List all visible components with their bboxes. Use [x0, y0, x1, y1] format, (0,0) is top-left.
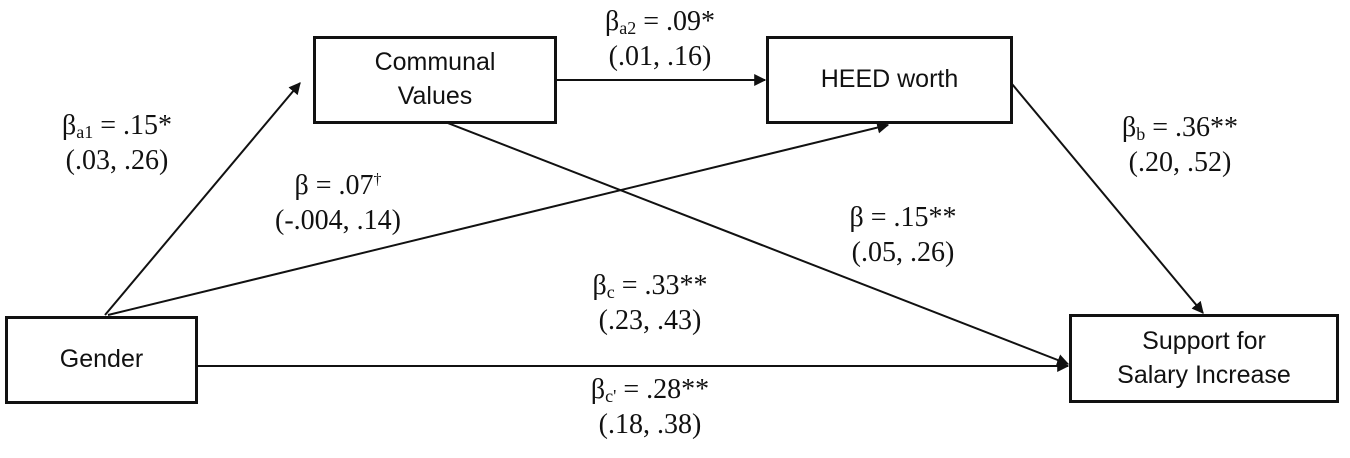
node-communal-values: Communal Values [313, 36, 557, 124]
beta-value: = .15** [863, 202, 957, 233]
ci-text: (-.004, .14) [275, 205, 401, 236]
beta-subscript: a2 [619, 18, 637, 38]
beta-symbol: β [604, 6, 620, 37]
node-support-salary-line1: Support for [1142, 326, 1266, 355]
beta-symbol: β [294, 170, 309, 201]
arrow-communal-to-support [439, 119, 1070, 366]
beta-subscript: c [606, 282, 615, 302]
beta-subscript: a1 [76, 122, 94, 142]
beta-value: = .09* [636, 6, 716, 37]
node-gender: Gender [5, 316, 198, 404]
node-heed-worth-label: HEED worth [820, 65, 959, 94]
arrow-gender-to-communal [104, 82, 301, 316]
beta-value: = .28** [616, 374, 710, 405]
label-path-c: βc = .33** (.23, .43) [570, 268, 730, 338]
beta-symbol: β [592, 270, 607, 301]
node-heed-worth: HEED worth [766, 36, 1013, 124]
arrow-heed-to-support [1011, 83, 1204, 314]
label-path-a1: βa1 = .15* (.03, .26) [42, 108, 192, 178]
beta-value: = .33** [614, 270, 708, 301]
ci-text: (.23, .43) [598, 305, 702, 336]
beta-subscript: b [1136, 124, 1146, 144]
ci-text: (.05, .26) [851, 237, 955, 268]
beta-value: = .36** [1145, 112, 1239, 143]
node-support-salary-line2: Salary Increase [1117, 360, 1291, 389]
node-gender-label: Gender [59, 345, 144, 374]
ci-text: (.03, .26) [65, 145, 169, 176]
label-path-c-prime: βc' = .28** (.18, .38) [570, 372, 730, 442]
label-path-communal-support: β = .15** (.05, .26) [828, 200, 978, 270]
beta-value: = .07 [308, 170, 374, 201]
node-communal-values-line1: Communal [374, 48, 496, 77]
node-support-salary: Support for Salary Increase [1069, 314, 1339, 403]
dagger-mark: † [373, 171, 382, 188]
beta-symbol: β [61, 110, 77, 141]
beta-symbol: β [590, 374, 606, 405]
beta-symbol: β [1121, 112, 1137, 143]
label-path-a2: βa2 = .09* (.01, .16) [580, 4, 740, 74]
arrow-gender-to-heed [107, 121, 890, 316]
beta-value: = .15* [93, 110, 173, 141]
node-communal-values-line2: Values [397, 82, 473, 110]
beta-subscript: c' [605, 386, 617, 406]
beta-symbol: β [849, 202, 864, 233]
label-path-gender-heed: β = .07† (-.004, .14) [248, 168, 428, 238]
ci-text: (.01, .16) [608, 41, 712, 72]
ci-text: (.20, .52) [1128, 147, 1232, 178]
label-path-b: βb = .36** (.20, .52) [1100, 110, 1260, 180]
ci-text: (.18, .38) [598, 409, 702, 440]
